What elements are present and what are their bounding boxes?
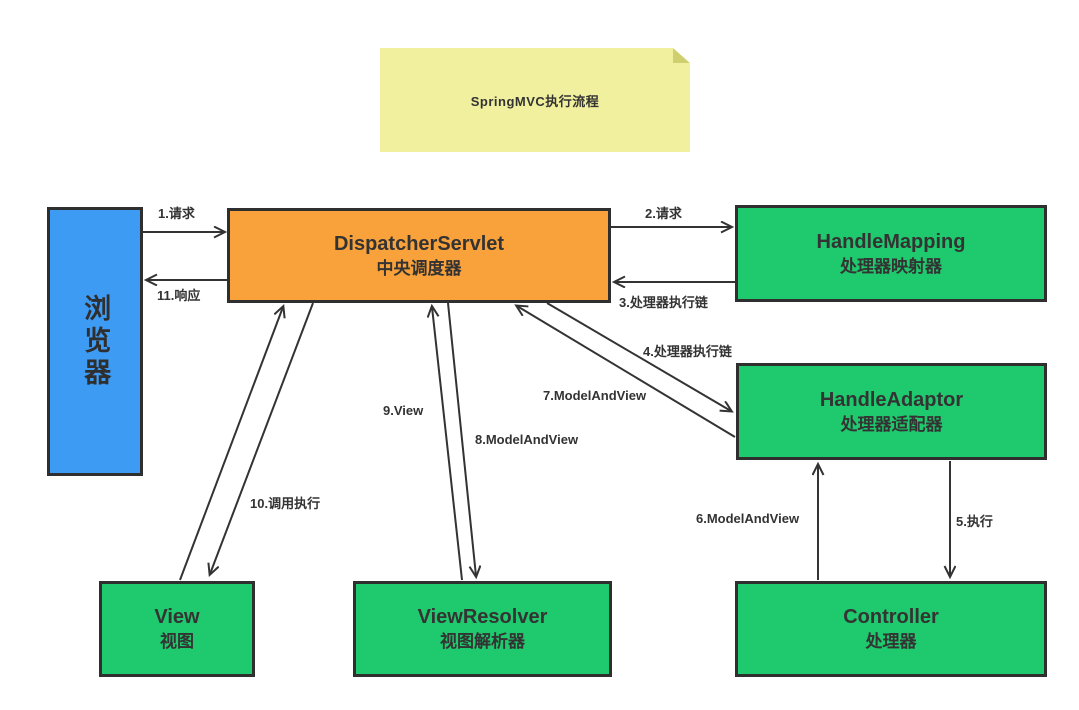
edge-label-9-view: 9.View: [383, 403, 424, 418]
node-dispatcher-servlet: DispatcherServlet 中央调度器: [227, 208, 611, 303]
edge-8-modelandview-arrow: [447, 302, 476, 576]
edge-10-invoke-arrow: [210, 302, 314, 574]
node-dispatcher-servlet-subtitle: 中央调度器: [376, 258, 462, 278]
node-view-name: View: [154, 606, 200, 629]
node-view-resolver: ViewResolver 视图解析器: [353, 581, 612, 677]
node-view-resolver-subtitle: 视图解析器: [440, 632, 525, 652]
edge-9-view-arrow: [432, 307, 463, 581]
diagram-title: SpringMVC执行流程: [470, 93, 600, 109]
node-handle-mapping-subtitle: 处理器映射器: [840, 256, 942, 276]
node-view-resolver-name: ViewResolver: [417, 606, 548, 629]
edge-label-1-request: 1.请求: [158, 206, 195, 221]
edge-7-modelandview-arrow: [517, 306, 736, 438]
edge-label-4-handler-chain: 4.处理器执行链: [643, 344, 732, 359]
note-fold-corner-icon: [673, 48, 690, 63]
node-controller: Controller 处理器: [735, 581, 1047, 677]
sticky-note: SpringMVC执行流程: [380, 48, 690, 152]
node-view: View 视图: [99, 581, 255, 677]
node-handle-adaptor-subtitle: 处理器适配器: [840, 414, 943, 434]
edge-label-8-modelandview: 8.ModelAndView: [475, 432, 579, 447]
node-browser: 浏览器: [47, 207, 143, 476]
edge-label-2-request: 2.请求: [645, 206, 682, 221]
node-controller-subtitle: 处理器: [865, 632, 917, 652]
node-view-subtitle: 视图: [160, 632, 194, 652]
node-browser-label: 浏览器: [80, 293, 111, 390]
edge-label-5-execute: 5.执行: [956, 514, 993, 529]
edge-view-return-arrow: [179, 307, 283, 581]
edge-label-3-handler-chain: 3.处理器执行链: [619, 295, 708, 310]
node-handle-adaptor: HandleAdaptor 处理器适配器: [736, 363, 1047, 460]
node-controller-name: Controller: [843, 606, 939, 629]
edge-label-11-response: 11.响应: [157, 288, 201, 303]
edge-label-6-modelandview: 6.ModelAndView: [696, 511, 800, 526]
edge-label-7-modelandview: 7.ModelAndView: [543, 388, 647, 403]
edge-label-10-invoke: 10.调用执行: [250, 496, 321, 511]
node-handle-mapping: HandleMapping 处理器映射器: [735, 205, 1047, 302]
node-handle-adaptor-name: HandleAdaptor: [819, 388, 964, 411]
node-dispatcher-servlet-name: DispatcherServlet: [333, 232, 505, 255]
node-handle-mapping-name: HandleMapping: [816, 230, 966, 253]
